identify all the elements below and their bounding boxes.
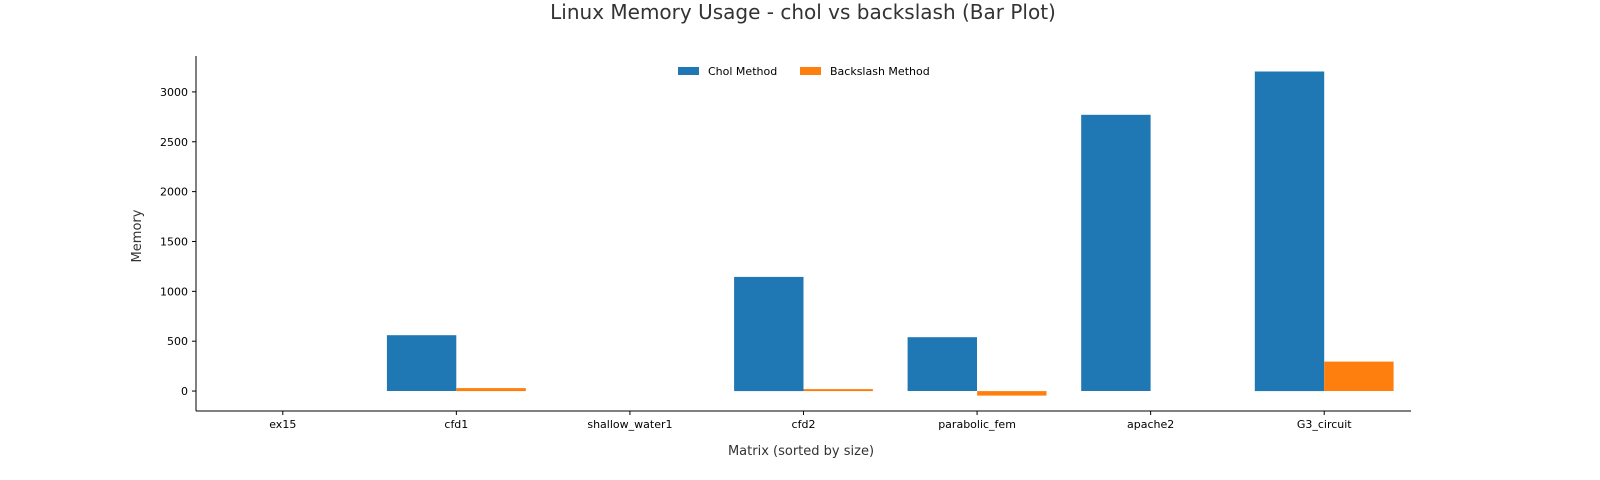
bar-backslash-parabolic-fem bbox=[977, 391, 1047, 396]
bar-chol-apache2 bbox=[1081, 114, 1151, 392]
x-axis-label: Matrix (sorted by size) bbox=[728, 444, 874, 459]
bar-chol-cfd1 bbox=[386, 335, 457, 391]
bar-chol-g3-circuit bbox=[1254, 71, 1325, 392]
bar-backslash-cfd1 bbox=[456, 388, 526, 392]
x-tick-label: ex15 bbox=[269, 418, 296, 431]
x-tick-label: cfd1 bbox=[444, 418, 468, 431]
y-tick-label: 2500 bbox=[160, 136, 188, 149]
y-axis-label: Memory bbox=[130, 209, 145, 262]
bars bbox=[386, 71, 1394, 396]
y-tick-label: 0 bbox=[181, 385, 188, 398]
legend-label-chol: Chol Method bbox=[708, 65, 777, 78]
x-tick-label: cfd2 bbox=[792, 418, 816, 431]
ticks: ex15 cfd1 shallow_water1 cfd2 parabolic_fem a… bbox=[160, 86, 1352, 431]
legend-swatch-backslash bbox=[800, 67, 821, 75]
bar-chol-parabolic-fem bbox=[907, 337, 977, 391]
x-tick-label: parabolic_fem bbox=[938, 418, 1016, 431]
y-tick-label: 3000 bbox=[160, 86, 188, 99]
x-tick-label: apache2 bbox=[1127, 418, 1174, 431]
chart-title: Linux Memory Usage - chol vs backslash (… bbox=[550, 0, 1056, 24]
x-tick-label: shallow_water1 bbox=[587, 418, 672, 431]
legend-swatch-chol bbox=[678, 67, 699, 75]
y-tick-label: 500 bbox=[167, 335, 188, 348]
y-tick-label: 2000 bbox=[160, 186, 188, 199]
y-tick-label: 1000 bbox=[160, 285, 188, 298]
y-tick-label: 1500 bbox=[160, 235, 188, 248]
bar-backslash-g3-circuit bbox=[1324, 361, 1394, 391]
x-tick-label: G3_circuit bbox=[1297, 418, 1352, 431]
bar-backslash-cfd2 bbox=[803, 389, 873, 392]
legend: Chol Method Backslash Method bbox=[678, 65, 930, 78]
legend-label-backslash: Backslash Method bbox=[830, 65, 930, 78]
bar-chol-cfd2 bbox=[734, 276, 804, 392]
